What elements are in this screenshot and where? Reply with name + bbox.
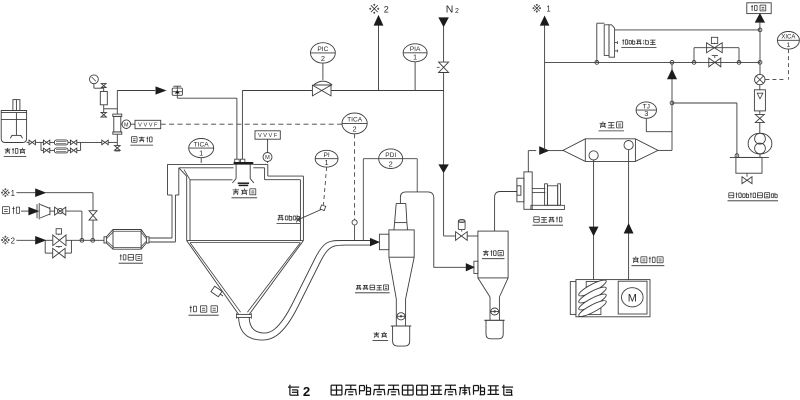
svg-text:2: 2 xyxy=(321,54,325,63)
svg-text:2: 2 xyxy=(389,159,393,168)
svg-text:1: 1 xyxy=(11,189,15,198)
svg-text:2: 2 xyxy=(11,237,15,246)
svg-text:XICA: XICA xyxy=(781,35,795,41)
svg-text:2: 2 xyxy=(455,8,459,15)
svg-text:PIA: PIA xyxy=(410,46,421,53)
svg-text:2: 2 xyxy=(353,125,357,134)
svg-text:1: 1 xyxy=(546,5,550,14)
svg-text:N: N xyxy=(446,3,454,15)
svg-text:1: 1 xyxy=(413,53,417,62)
svg-text:M: M xyxy=(124,122,129,128)
svg-text:2: 2 xyxy=(384,5,389,15)
svg-text:1: 1 xyxy=(325,158,329,167)
svg-text:V V V F: V V V F xyxy=(258,133,278,139)
svg-text:V V V F: V V V F xyxy=(138,123,158,129)
svg-text:1: 1 xyxy=(787,42,791,49)
svg-text:PIC: PIC xyxy=(317,46,328,53)
svg-text:PI: PI xyxy=(323,152,329,159)
svg-text:M: M xyxy=(628,292,637,304)
svg-text:M: M xyxy=(265,155,270,161)
svg-text:PDI: PDI xyxy=(385,152,396,159)
svg-text:TICA: TICA xyxy=(347,117,363,124)
svg-text:3: 3 xyxy=(644,109,648,118)
svg-text:TICA: TICA xyxy=(194,141,210,148)
svg-text:1: 1 xyxy=(199,149,203,158)
svg-text:2: 2 xyxy=(303,384,310,399)
svg-text:TJ: TJ xyxy=(643,103,650,110)
